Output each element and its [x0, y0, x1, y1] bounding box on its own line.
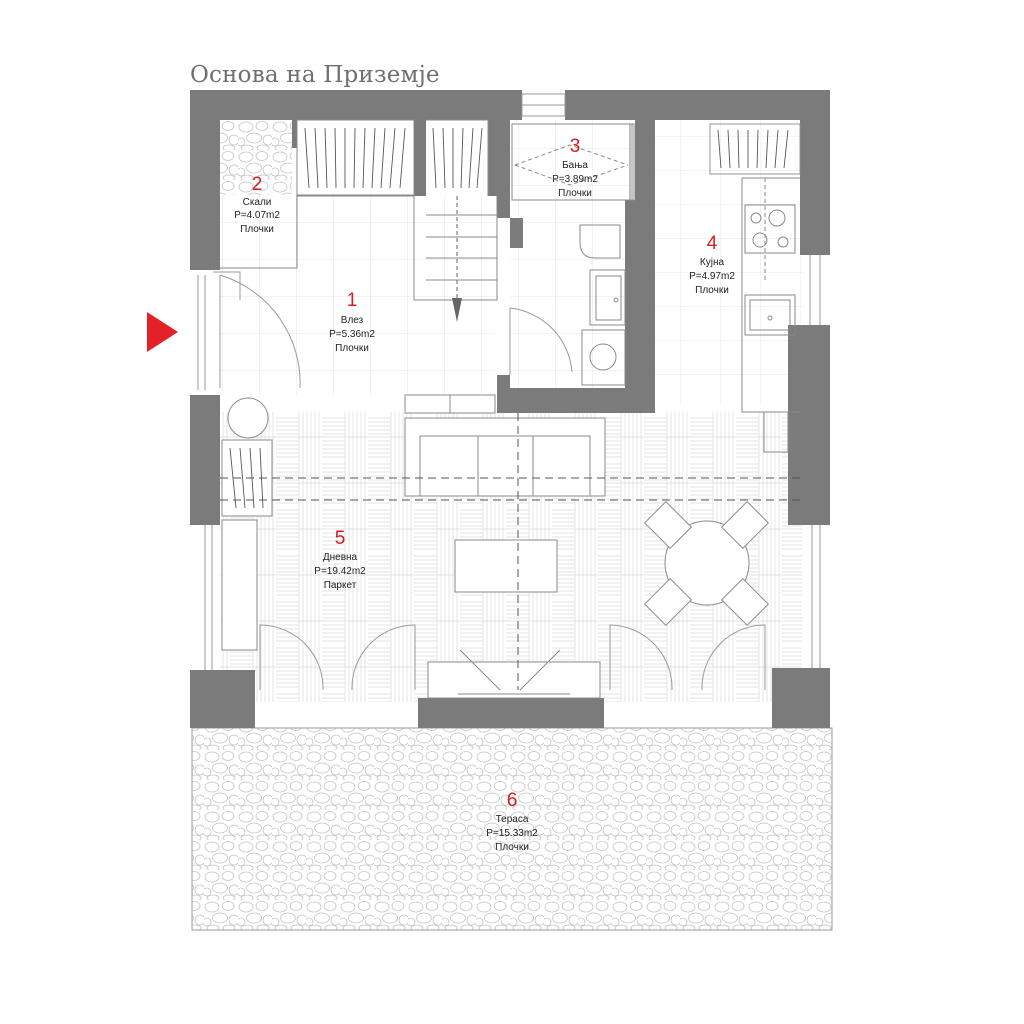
walls — [190, 90, 830, 728]
room-name: Дневна — [323, 552, 358, 563]
plan-title: Основа на Приземје — [190, 62, 440, 88]
room-floor: Плочки — [695, 285, 729, 296]
beam-lines — [220, 413, 800, 690]
dining-chair-4 — [720, 577, 770, 627]
wall-right-top — [800, 90, 830, 255]
room-name: Тераса — [496, 814, 529, 825]
room-label-3: 3 Бања P=3.89m2 Плочки — [552, 136, 598, 199]
wall-stair-left — [414, 118, 426, 196]
wall-left-bottom — [190, 670, 255, 728]
room-area: P=5.36m2 — [329, 329, 375, 340]
fireplace — [427, 661, 601, 699]
room-floor: Плочки — [495, 842, 529, 853]
room-label-2: 2 Скали P=4.07m2 Плочки — [234, 174, 280, 235]
kitchen-cabinet — [709, 123, 801, 175]
staircase — [220, 119, 498, 301]
room-floor: Паркет — [324, 580, 357, 591]
wall-stair-notch — [292, 118, 297, 148]
wall-bath-right-upper — [625, 200, 635, 268]
cooktop — [744, 204, 796, 254]
wall-top-right — [565, 90, 830, 120]
room-name: Скали — [243, 197, 272, 208]
dining-chair-1 — [643, 500, 693, 550]
dining-chair-2 — [720, 500, 770, 550]
kitchen-sink — [744, 294, 796, 336]
room-floor: Плочки — [240, 224, 274, 235]
dining-table — [664, 520, 750, 606]
room-number: 4 — [707, 233, 718, 254]
room-area: P=3.89m2 — [552, 174, 598, 185]
wall-right-mid — [788, 325, 830, 525]
wall-stair-right — [488, 118, 510, 196]
entrance-floor — [220, 195, 495, 395]
bathroom-floor — [510, 120, 630, 388]
room-area: P=4.07m2 — [234, 210, 280, 221]
coffee-table — [454, 539, 558, 593]
doors — [197, 255, 821, 691]
room-label-4: 4 Кујна P=4.97m2 Плочки — [689, 233, 735, 296]
wall-right-bottom — [772, 668, 830, 728]
side-shelf — [221, 519, 258, 651]
room-area: P=15.33m2 — [486, 828, 538, 839]
room-floor: Плочки — [558, 188, 592, 199]
room-number: 3 — [570, 136, 581, 157]
room-name: Кујна — [700, 257, 725, 268]
bathroom-door[interactable] — [509, 307, 573, 375]
wall-kitchen-left — [635, 118, 655, 268]
room-area: P=19.42m2 — [314, 566, 366, 577]
stair-arrow-icon — [452, 298, 462, 322]
wall-bath-left-jamb — [510, 218, 523, 248]
entrance-arrow-icon — [147, 312, 178, 352]
wall-bath-left-stub — [497, 196, 510, 218]
room-number: 5 — [335, 528, 346, 549]
wall-left-mid — [190, 395, 220, 525]
room-area: P=4.97m2 — [689, 271, 735, 282]
bathroom-fixtures — [511, 123, 635, 386]
kitchen-counter — [741, 177, 800, 453]
terrace-floor — [191, 727, 833, 931]
room-floor: Плочки — [335, 343, 369, 354]
room-number: 1 — [347, 290, 358, 311]
wall-bottom-center — [418, 698, 604, 728]
round-stool — [227, 397, 269, 439]
wall-left-top — [190, 90, 220, 270]
entrance-door[interactable] — [219, 274, 301, 389]
washing-machine — [581, 329, 626, 386]
room-name: Бања — [562, 160, 588, 171]
room-number: 2 — [252, 174, 263, 195]
room-number: 6 — [507, 790, 518, 811]
wall-bath-right — [625, 268, 655, 413]
shower-tray — [589, 269, 626, 326]
room-label-1: 1 Влез P=5.36m2 Плочки — [329, 290, 375, 354]
dining-chair-3 — [643, 577, 693, 627]
wall-top-left — [190, 90, 522, 120]
room-label-5: 5 Дневна P=19.42m2 Паркет — [314, 528, 366, 591]
terrace-door-right[interactable] — [701, 624, 766, 691]
toilet — [579, 224, 621, 259]
room-name: Влез — [341, 315, 364, 326]
stair-treads — [304, 127, 483, 189]
terrace-door-left[interactable] — [259, 624, 324, 691]
room-label-6: 6 Тераса P=15.33m2 Плочки — [486, 790, 538, 853]
terrace-door-mid[interactable] — [609, 624, 673, 691]
